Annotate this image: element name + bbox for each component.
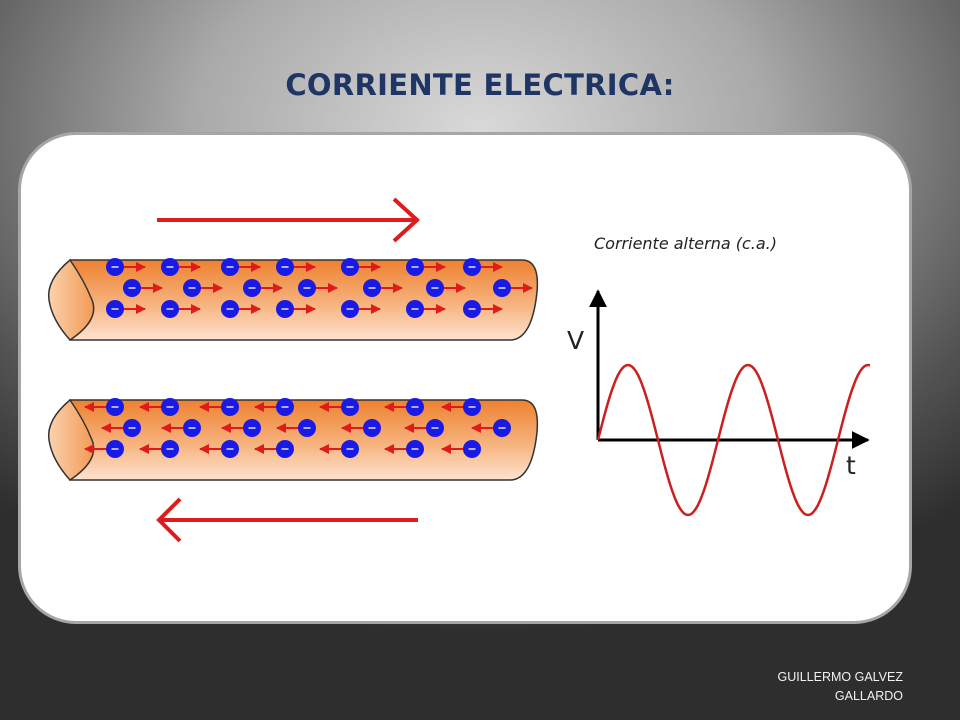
- diagram-svg: [47, 197, 871, 543]
- top-wire-electrons: [106, 258, 533, 318]
- slide-title: CORRIENTE ELECTRICA:: [285, 68, 675, 102]
- graph-axes: [589, 289, 870, 449]
- author-line-2: GALLARDO: [834, 689, 903, 703]
- author-credit: GUILLERMO GALVEZ GALLARDO: [778, 668, 904, 706]
- bottom-wire-electrons: [84, 398, 511, 458]
- bottom-wire-cap: [47, 398, 95, 481]
- author-line-1: GUILLERMO GALVEZ: [777, 670, 904, 684]
- graph-label: Corriente alterna (c.a.): [594, 234, 777, 253]
- top-wire: [47, 258, 539, 341]
- bottom-wire: [47, 398, 539, 481]
- top-wire-cap: [47, 258, 95, 341]
- flow-left-arrow: [156, 497, 418, 543]
- axis-v-label: V: [567, 326, 585, 355]
- diagram-figure: [42, 187, 887, 565]
- flow-right-arrow: [157, 197, 420, 243]
- ac-sine-wave: [596, 363, 871, 517]
- axis-t-label: t: [846, 451, 856, 480]
